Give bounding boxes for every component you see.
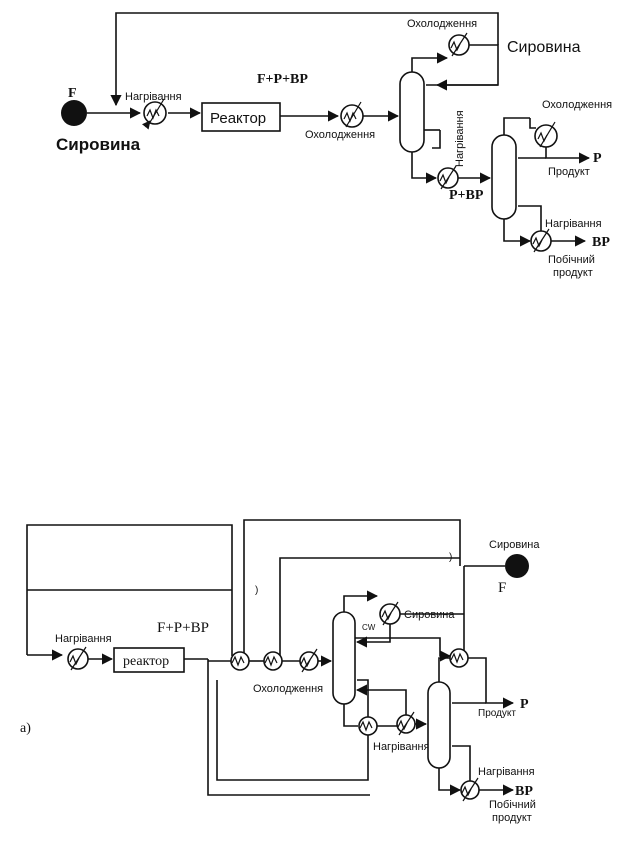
heating-mid-label-bottom: Нагрівання	[373, 741, 430, 753]
bottom-diagram: Сировина F ) ) Нагрівання реактор F+P+BP	[20, 520, 540, 824]
condenser-bottom	[380, 602, 400, 625]
pbp-label-top: P+BP	[449, 188, 484, 203]
top-diagram: F Сировина Нагрівання Реактор F+P+BP Охо…	[56, 13, 612, 279]
mix-label-top: F+P+BP	[257, 72, 308, 87]
feed-label-bottom: Сировина	[489, 539, 540, 551]
byproduct-label-bottom-2: продукт	[492, 812, 532, 824]
cooling-label-bottom: Охолодження	[253, 683, 323, 695]
column-1-bottom	[333, 612, 355, 704]
cooler-bottom	[300, 649, 318, 672]
heater-bottom	[68, 647, 88, 670]
product-label-bottom: Продукт	[478, 708, 516, 719]
feed-node-top	[61, 100, 87, 126]
feed-symbol-bottom: F	[498, 580, 506, 596]
exchanger-1-bottom	[231, 652, 249, 670]
cooling-right-label-top: Охолодження	[542, 99, 612, 111]
heating-label-top: Нагрівання	[125, 91, 182, 103]
recycle-label-bottom: Сировина	[404, 609, 455, 621]
feed-symbol-top: F	[68, 86, 77, 101]
svg-text:): )	[449, 552, 452, 563]
panel-label-bottom: а)	[20, 721, 31, 736]
exchanger-3-bottom	[359, 717, 377, 735]
recycle-label-top: Сировина	[507, 39, 581, 56]
heater-top	[144, 99, 166, 126]
cooling-top-label: Охолодження	[407, 18, 477, 30]
byproduct-label-bottom-1: Побічний	[489, 799, 536, 811]
cw-label-bottom: CW	[362, 623, 376, 632]
reboiler-bottom	[461, 778, 479, 801]
feed-label-top: Сировина	[56, 135, 141, 154]
byproduct-symbol-top: BP	[592, 235, 610, 250]
condenser-right-top	[535, 122, 557, 147]
product-symbol-bottom: P	[520, 697, 529, 712]
cooler-top	[341, 102, 363, 127]
product-symbol-top: P	[593, 151, 602, 166]
column-1-top	[400, 72, 424, 152]
byproduct-label-top-2: продукт	[553, 267, 593, 279]
byproduct-label-top-1: Побічний	[548, 254, 595, 266]
reboiler-top	[531, 229, 551, 252]
heating-label-bottom: Нагрівання	[55, 633, 112, 645]
product-label-top: Продукт	[548, 166, 590, 178]
condenser-top	[449, 33, 469, 56]
exchanger-4-bottom	[450, 649, 468, 667]
reactor-label-bottom: реактор	[123, 654, 169, 669]
mix-label-bottom: F+P+BP	[157, 620, 209, 636]
feed-node-bottom	[505, 554, 529, 578]
column-2-top	[492, 135, 516, 219]
svg-text:): )	[255, 585, 258, 596]
heater-mid-top	[438, 166, 458, 189]
cooling-label-top: Охолодження	[305, 129, 375, 141]
reactor-label-top: Реактор	[210, 110, 266, 127]
column2-heating-label-top: Нагрівання	[454, 110, 466, 167]
reboiler-heating-label-top: Нагрівання	[545, 218, 602, 230]
byproduct-symbol-bottom: BP	[515, 784, 533, 799]
heating-right-label-bottom: Нагрівання	[478, 766, 535, 778]
exchanger-2-bottom	[264, 652, 282, 670]
heater-mid-bottom	[397, 712, 415, 735]
column-2-bottom	[428, 682, 450, 768]
